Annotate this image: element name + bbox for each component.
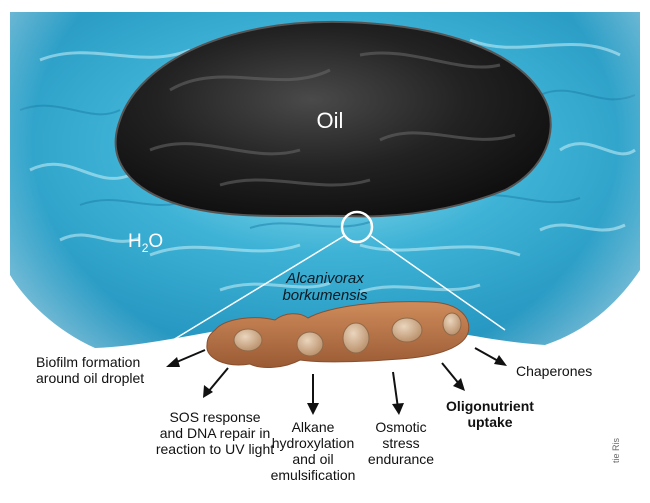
water-label-main: H [128,231,142,252]
arrow-alkane [307,374,319,415]
arrow-chaperones [474,347,507,366]
image-credit: tie Ris [611,437,621,463]
zoom-line-right [370,235,506,331]
water-label-tail: O [148,231,164,252]
nucleoid [233,328,263,352]
label-biofilm: Biofilm formation around oil droplet [36,354,145,386]
zoom-circle [340,210,374,244]
arrow-osmotic [392,371,404,415]
arrow-oligonutrient [441,362,465,391]
nucleoid [296,331,324,357]
oil-swirls [149,51,516,187]
label-alkane: Alkane hydroxylation and oil emulsificat… [270,419,356,483]
nucleoid [342,322,370,354]
label-oligonutrient: Oligonutrient uptake [446,398,534,430]
water-label: H2O [128,231,163,255]
arrow-biofilm [166,349,206,367]
water-label-subscript: 2 [141,240,149,255]
species-label: Alcanivorax borkumensis [282,270,368,304]
nucleoid [391,317,423,343]
label-chaperones: Chaperones [516,363,593,379]
oil-droplet [114,20,552,218]
oil-label: Oil [316,108,344,133]
zoom-line-left [172,235,345,341]
label-osmotic: Osmotic stress endurance [367,419,435,467]
nucleoids [233,312,462,357]
arrow-sos [203,367,229,398]
nucleoid [442,312,462,336]
arrows [166,347,507,415]
label-sos: SOS response and DNA repair in reaction … [155,409,275,457]
